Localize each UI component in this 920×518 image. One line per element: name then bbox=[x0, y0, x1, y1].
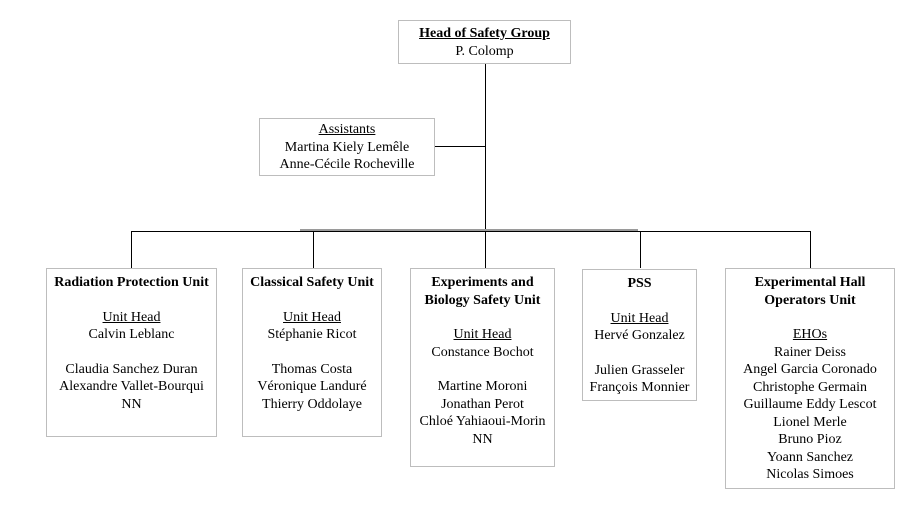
assistants-title: Assistants bbox=[318, 122, 376, 137]
person-name: Martina Kiely Lemêle bbox=[284, 139, 410, 155]
unit-box-radiation-protection: Radiation Protection Unit Unit Head Calv… bbox=[46, 268, 217, 437]
unit-title: PSS bbox=[627, 276, 652, 291]
person-name: Thierry Oddolaye bbox=[262, 396, 362, 412]
unit-heads: Hervé Gonzalez bbox=[583, 327, 696, 345]
unit-head-label: Unit Head bbox=[610, 310, 669, 326]
spacer bbox=[411, 361, 554, 378]
person-name: Thomas Costa bbox=[271, 361, 353, 377]
person-name: Chloé Yahiaoui-Morin bbox=[419, 414, 546, 429]
connector-drop-classical-safety bbox=[313, 231, 314, 268]
spacer bbox=[243, 292, 381, 309]
unit-heads: Calvin Leblanc bbox=[47, 326, 216, 344]
person-name: Rainer Deiss bbox=[774, 344, 846, 360]
spacer bbox=[583, 345, 696, 362]
root-person-name: P. Colomp bbox=[455, 43, 514, 59]
person-name: NN bbox=[121, 396, 142, 412]
unit-head-label: EHOs bbox=[792, 327, 828, 342]
spacer bbox=[47, 344, 216, 361]
person-name: Guillaume Eddy Lescot bbox=[743, 397, 877, 412]
unit-heads: Stéphanie Ricot bbox=[243, 326, 381, 344]
unit-title: Classical Safety Unit bbox=[250, 275, 374, 290]
spacer bbox=[243, 344, 381, 361]
spacer bbox=[583, 293, 696, 310]
person-name: Claudia Sanchez Duran bbox=[65, 361, 198, 377]
spacer bbox=[726, 309, 894, 326]
person-name: Alexandre Vallet-Bourqui bbox=[59, 379, 204, 394]
person-name: Bruno Pioz bbox=[778, 432, 842, 447]
person-name: Nicolas Simoes bbox=[766, 467, 854, 482]
person-name: Hervé Gonzalez bbox=[594, 328, 685, 343]
unit-box-experiments-biology-safety: Experiments and Biology Safety Unit Unit… bbox=[410, 268, 555, 467]
person-name: Julien Grasseler bbox=[594, 362, 685, 378]
connector-assistants-horizontal bbox=[435, 146, 485, 147]
unit-head-label: Unit Head bbox=[102, 309, 161, 325]
unit-heads: Constance Bochot bbox=[411, 344, 554, 362]
person-name: Constance Bochot bbox=[431, 344, 534, 360]
person-name: Martine Moroni bbox=[437, 379, 528, 394]
connector-bus-horizontal bbox=[131, 231, 811, 232]
person-name: Yoann Sanchez bbox=[766, 449, 854, 465]
person-name: Lionel Merle bbox=[773, 414, 847, 430]
person-name: Christophe Germain bbox=[753, 379, 867, 395]
person-name: Véronique Landuré bbox=[257, 379, 367, 394]
connector-root-vertical bbox=[485, 64, 486, 268]
person-name: Calvin Leblanc bbox=[88, 327, 175, 342]
person-name: Angel Garcia Coronado bbox=[743, 362, 877, 377]
unit-head-label: Unit Head bbox=[283, 309, 341, 325]
unit-title: Experimental Hall Operators Unit bbox=[754, 275, 866, 308]
person-name: Anne-Cécile Rocheville bbox=[279, 157, 415, 172]
person-name: Stéphanie Ricot bbox=[267, 327, 357, 342]
unit-box-classical-safety: Classical Safety Unit Unit Head Stéphani… bbox=[242, 268, 382, 437]
person-name: NN bbox=[472, 431, 493, 447]
person-name: Jonathan Perot bbox=[441, 396, 524, 412]
unit-box-experimental-hall-operators: Experimental Hall Operators Unit EHOs Ra… bbox=[725, 268, 895, 489]
unit-head-label: Unit Head bbox=[453, 327, 512, 342]
connector-bus-gray-overlap bbox=[300, 229, 638, 231]
spacer bbox=[411, 309, 554, 326]
person-name: François Monnier bbox=[589, 380, 690, 395]
unit-box-pss: PSS Unit Head Hervé Gonzalez Julien Gras… bbox=[582, 269, 697, 401]
root-title: Head of Safety Group bbox=[419, 26, 550, 41]
unit-title: Radiation Protection Unit bbox=[54, 275, 209, 290]
unit-title: Experiments and Biology Safety Unit bbox=[424, 275, 541, 308]
root-box-head-of-safety-group: Head of Safety Group P. Colomp bbox=[398, 20, 571, 64]
spacer bbox=[47, 292, 216, 309]
connector-drop-radiation-protection bbox=[131, 231, 132, 268]
connector-drop-pss bbox=[640, 231, 641, 268]
connector-drop-eho bbox=[810, 231, 811, 268]
